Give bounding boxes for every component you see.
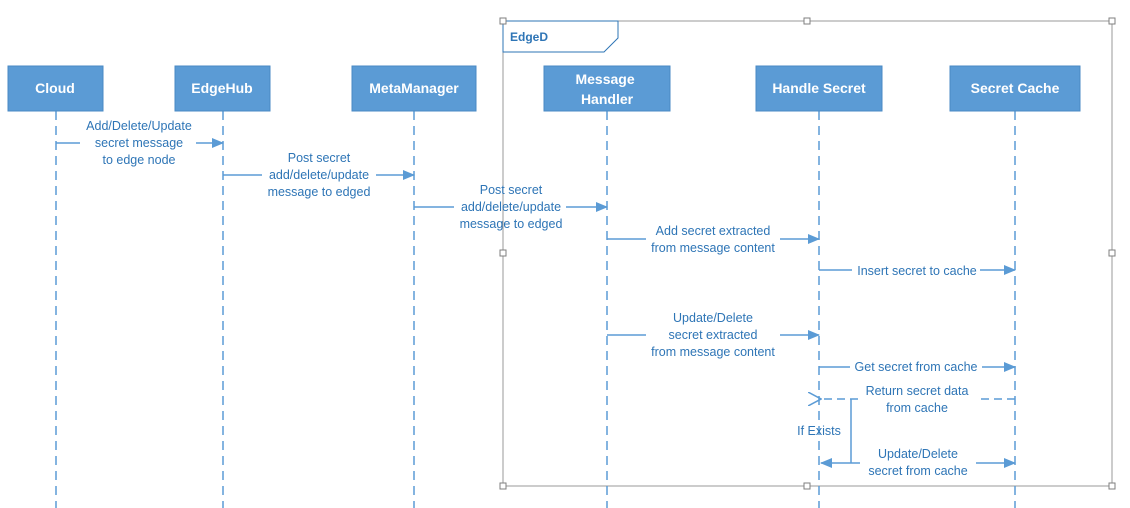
message-7[interactable]: Get secret from cache	[819, 360, 1015, 374]
lifeline-handle-secret-label: Handle Secret	[772, 80, 866, 96]
lifeline-message-handler-box[interactable]: Message Handler	[543, 65, 671, 112]
lifeline-handle-secret-box[interactable]: Handle Secret	[755, 65, 883, 112]
message-5[interactable]: Insert secret to cache	[819, 264, 1015, 278]
lifeline-secret-cache-label: Secret Cache	[971, 80, 1060, 96]
condition-label: If Exists	[797, 424, 841, 438]
selection-handle[interactable]	[499, 482, 507, 490]
lifeline-secret-cache-box[interactable]: Secret Cache	[949, 65, 1081, 112]
lifeline-message-handler-label: Message Handler	[575, 71, 638, 107]
lifelines	[55, 111, 1016, 508]
edged-frame: EdgeD	[499, 17, 1116, 490]
lifeline-edgehub-box[interactable]: EdgeHub	[174, 65, 271, 112]
condition-branch: If Exists	[797, 399, 852, 463]
message-7-label: Get secret from cache	[855, 360, 978, 374]
selection-handle[interactable]	[1108, 17, 1116, 25]
lifeline-edgehub-label: EdgeHub	[191, 80, 252, 96]
lifeline-cloud-box[interactable]: Cloud	[7, 65, 104, 112]
selection-handle[interactable]	[1108, 482, 1116, 490]
selection-handle[interactable]	[803, 17, 811, 25]
selection-handle[interactable]	[499, 249, 507, 257]
lifeline-metamanager-label: MetaManager	[369, 80, 459, 96]
lifeline-cloud-label: Cloud	[35, 80, 75, 96]
selection-handle[interactable]	[499, 17, 507, 25]
selection-handle[interactable]	[1108, 249, 1116, 257]
frame-label: EdgeD	[510, 30, 548, 44]
selection-handle[interactable]	[803, 482, 811, 490]
message-5-label: Insert secret to cache	[857, 264, 977, 278]
lifeline-metamanager-box[interactable]: MetaManager	[351, 65, 477, 112]
